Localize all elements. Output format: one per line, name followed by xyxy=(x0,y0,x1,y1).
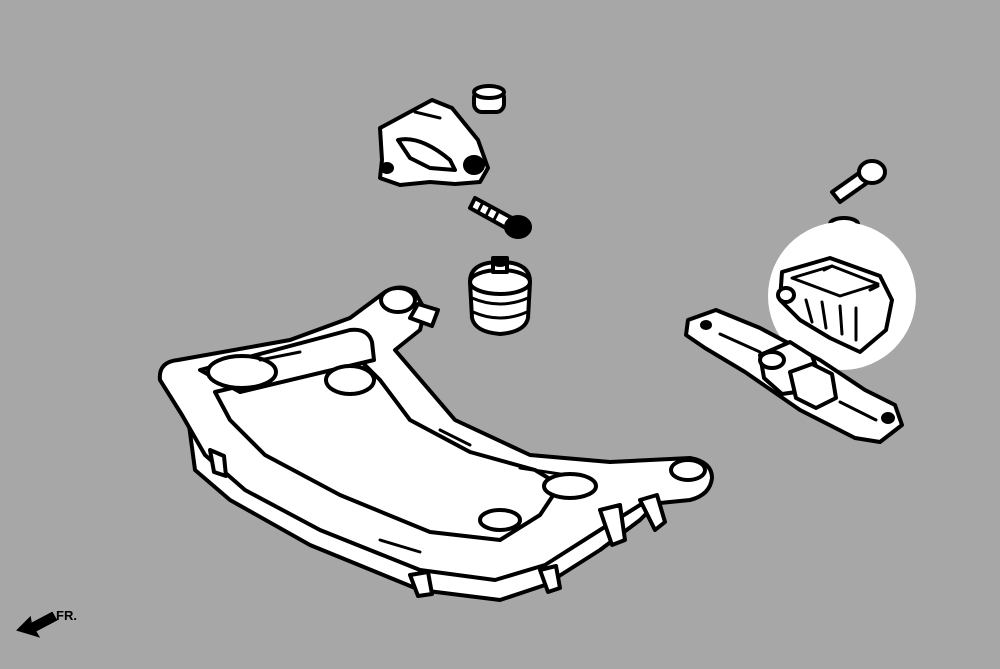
transmission-mount-insulator xyxy=(776,256,894,354)
engine-mount-bracket xyxy=(378,98,490,187)
transmission-crossmember xyxy=(684,308,904,444)
engine-mount-bolt xyxy=(468,196,532,239)
transmission-mount-bolt xyxy=(830,159,887,204)
arrow-left-icon xyxy=(16,611,58,638)
engine-mount-bushing xyxy=(468,256,532,336)
engine-mount-nut xyxy=(472,84,506,114)
direction-label: FR. xyxy=(56,608,77,623)
front-subframe xyxy=(157,285,714,602)
front-direction-indicator: FR. xyxy=(16,608,77,638)
